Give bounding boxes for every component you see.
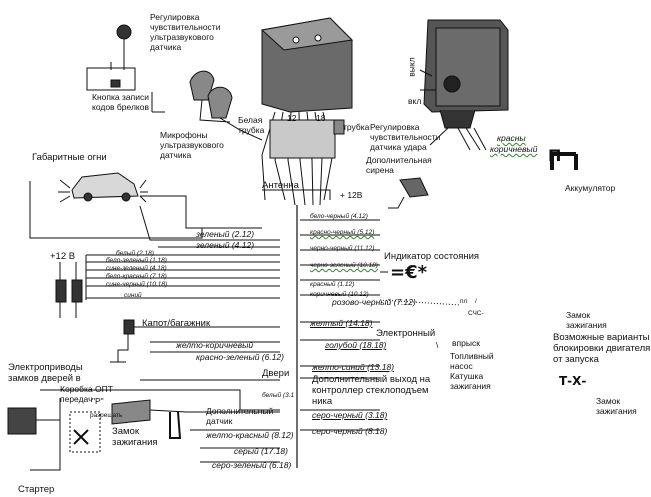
allow-label: разрешать: [90, 412, 123, 419]
brown-right-label: коричневый: [490, 144, 538, 154]
wire-center-4: черно-зеленый (10.18): [310, 262, 378, 269]
yellow-blue-label: желто-синий (13.18): [312, 362, 395, 372]
wire-left-4: бело-красный (7.18): [106, 273, 167, 280]
yellow-1418-label: желтый (14.18): [310, 318, 373, 328]
wire-center-2: красно-черный (5.12): [310, 229, 375, 236]
indicator-label: Индикатор состояния: [384, 251, 480, 262]
indicator-symbol: =€*: [390, 262, 428, 283]
wire-left-2: бело-зеленый (1.18): [106, 257, 167, 264]
door-wire-label: белый (3.1: [262, 392, 295, 399]
green-412-label: зеленый (4.12): [196, 240, 255, 250]
starter-label: Стартер: [18, 484, 55, 495]
pl-label: пл: [460, 298, 468, 305]
hood-label: Капот/багажник: [142, 318, 211, 329]
parking-label: Габаритные огни: [32, 152, 107, 163]
yellow-red-label: желто-красный (8.12): [206, 430, 294, 440]
grey-black-318-label: серо-черный (3.18): [312, 410, 388, 420]
car-icon: [71, 172, 139, 199]
wire-center-5: красный (1.12): [310, 281, 355, 288]
starter: [7, 407, 37, 435]
wire-left-6: синий: [124, 292, 142, 299]
doors-label: Двери: [262, 368, 290, 379]
grey-green-label: серо-зеленый (6.18): [212, 460, 292, 470]
grey-1718-label: серый (17.18): [234, 446, 288, 456]
wire-left-5: сине-черный (10.18): [106, 281, 168, 288]
battery-symbol-label: П: [548, 146, 562, 165]
microphone-right: [207, 86, 233, 119]
wire-center-1: бело-черный (4.12): [310, 213, 368, 220]
ignition-key: [111, 399, 151, 425]
gearbox-p-label: "Р": [92, 396, 104, 406]
plus12-label: +12 В: [50, 251, 76, 262]
antenna-label: Антенна: [262, 180, 299, 191]
pin-18-label: 18: [316, 113, 326, 123]
wire-center-6: коричневый (10.12): [310, 291, 369, 298]
backslash-label: \: [436, 340, 439, 350]
connector-block: [269, 119, 336, 159]
red-right-label: красны: [497, 133, 526, 143]
sns-label: СЧС-: [468, 310, 484, 317]
wire-left-1: белый (2.18): [116, 250, 154, 257]
fuse-2: [71, 279, 83, 303]
tx-label: Т-Х-: [559, 374, 587, 388]
red-green-label: красно-зеленый (6.12): [196, 352, 285, 362]
slash-label: /: [475, 298, 477, 305]
control-unit-top: [260, 17, 354, 51]
tube-label: трубка: [343, 122, 370, 132]
pin-12-label: 12: [287, 113, 297, 123]
siren: [399, 177, 429, 198]
yellow-brown-label: желто-коричневый: [176, 340, 254, 350]
electronic-label: Электронный: [376, 328, 436, 339]
wire-left-3: сине-зеленый (4.18): [106, 265, 167, 272]
hood-switch: [123, 319, 135, 335]
battery-label: Аккумулятор: [565, 183, 616, 193]
on-label: вкл: [408, 96, 422, 106]
green-212-label: зеленый (2.12): [196, 229, 255, 239]
pink-black-label: розово-черный (7.12): [332, 297, 416, 307]
fuse-1: [55, 279, 67, 303]
blue-1818-label: голубой (18.18): [325, 340, 387, 350]
wire-center-3: черно-черный (11.12): [310, 245, 375, 252]
off-label: выкл: [406, 57, 417, 77]
grey-black-818-label: серо-черный (8.18): [312, 426, 388, 436]
injection-label: впрыск: [452, 338, 480, 348]
plus12-siren-label: + 12В: [340, 190, 363, 200]
